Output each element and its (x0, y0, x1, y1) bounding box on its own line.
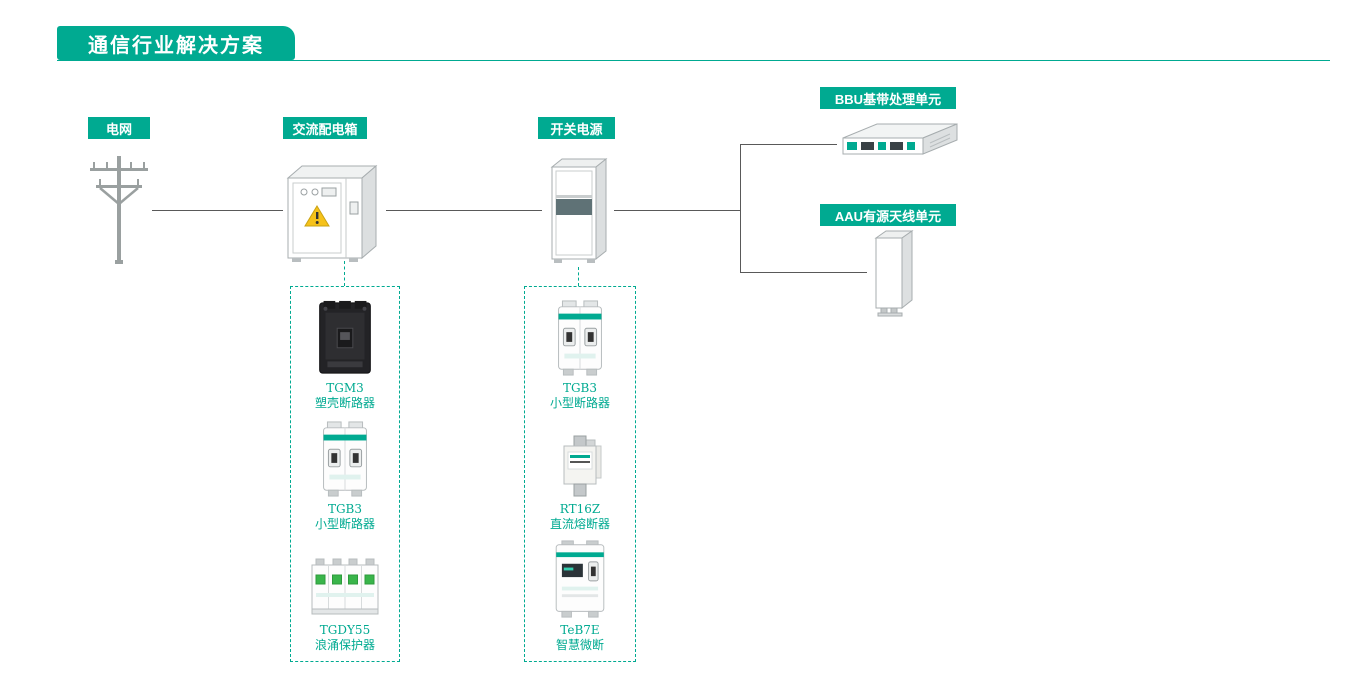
label-ac-distribution-box: 交流配电箱 (283, 117, 367, 139)
connector-dist-to-power (386, 210, 542, 211)
distribution-cabinet-icon (280, 162, 386, 264)
product-name: 浪涌保护器 (314, 638, 375, 652)
product-name: 小型断路器 (314, 517, 375, 531)
product-tgm3: TGM3 塑壳断路器 (293, 297, 397, 411)
product-image-teb7e-smart-breaker (549, 539, 611, 619)
product-image-tgb3-mcb (317, 418, 373, 498)
product-model: TeB7E (560, 623, 600, 637)
aau-antenna-panel-icon (866, 228, 922, 320)
product-rt16z: RT16Z 直流熔断器 (527, 418, 633, 532)
product-group-power-supply: TGB3 小型断路器 RT16Z 直流熔断器 (524, 286, 636, 662)
utility-pole-icon (84, 148, 154, 266)
product-name: 塑壳断路器 (314, 396, 375, 410)
product-model: TGM3 (326, 381, 364, 395)
product-model: TGB3 (562, 381, 598, 395)
dashed-connector-power-products (578, 267, 579, 286)
product-image-tgdy55-spd (308, 539, 382, 619)
product-model: TGB3 (327, 502, 363, 516)
product-name: 智慧微断 (555, 638, 604, 652)
label-power-grid: 电网 (88, 117, 150, 139)
product-group-distribution: TGM3 塑壳断路器 TG (290, 286, 400, 662)
product-tgb3-dc: TGB3 小型断路器 (527, 297, 633, 411)
product-name: 直流熔断器 (549, 517, 610, 531)
product-tgdy55: TGDY55 浪涌保护器 (293, 539, 397, 653)
connector-branch-vertical (740, 144, 741, 273)
product-image-rt16z-fuse (550, 418, 610, 498)
power-supply-cabinet-icon (542, 155, 614, 268)
dashed-connector-dist-products (344, 261, 345, 286)
label-switching-power-supply: 开关电源 (538, 117, 615, 139)
label-bbu-unit: BBU基带处理单元 (820, 87, 956, 109)
label-aau-unit: AAU有源天线单元 (820, 204, 956, 226)
connector-grid-to-dist (152, 210, 283, 211)
product-model: RT16Z (559, 502, 601, 516)
bbu-rack-unit-icon (835, 118, 965, 165)
connector-branch-to-aau (740, 272, 867, 273)
product-image-tgm3-mccb (313, 297, 377, 377)
product-tgb3: TGB3 小型断路器 (293, 418, 397, 532)
page-title-banner: 通信行业解决方案 (57, 26, 295, 60)
page-title: 通信行业解决方案 (88, 34, 264, 57)
connector-power-to-branch (614, 210, 740, 211)
product-teb7e: TeB7E 智慧微断 (527, 539, 633, 653)
product-image-tgb3-mcb (552, 297, 608, 377)
connector-branch-to-bbu (740, 144, 837, 145)
title-underline (57, 60, 1330, 61)
product-name: 小型断路器 (549, 396, 610, 410)
product-model: TGDY55 (319, 623, 371, 637)
